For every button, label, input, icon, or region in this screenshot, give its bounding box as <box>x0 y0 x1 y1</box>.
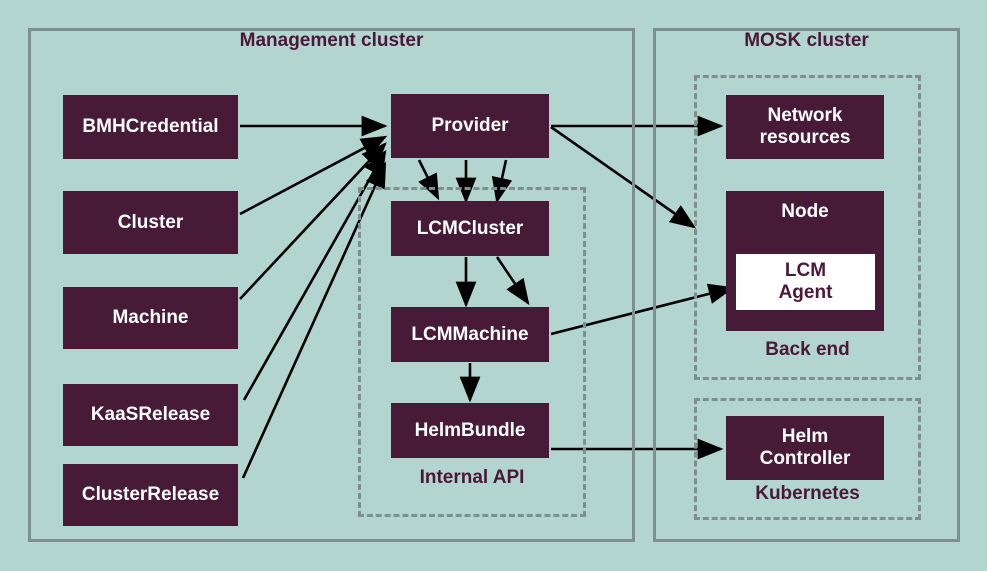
node-kaasrelease[interactable]: KaaSRelease <box>63 384 238 446</box>
group-internal_api <box>358 187 586 517</box>
node-clusterrelease[interactable]: ClusterRelease <box>63 464 238 526</box>
node-cluster[interactable]: Cluster <box>63 191 238 254</box>
node-machine[interactable]: Machine <box>63 287 238 349</box>
node-helm_controller[interactable]: Helm Controller <box>726 416 884 480</box>
panel-title-management: Management cluster <box>239 30 424 51</box>
node-helmbundle[interactable]: HelmBundle <box>391 403 549 458</box>
node-lcmcluster[interactable]: LCMCluster <box>391 201 549 256</box>
group-title-back_end: Back end <box>765 339 850 360</box>
group-title-kubernetes: Kubernetes <box>755 483 860 504</box>
panel-management <box>28 28 635 542</box>
group-title-internal_api: Internal API <box>419 467 525 488</box>
node-network_resources[interactable]: Network resources <box>726 95 884 159</box>
node-bmhcredential[interactable]: BMHCredential <box>63 95 238 159</box>
node-lcm_agent[interactable]: LCM Agent <box>736 254 875 310</box>
group-back_end <box>694 75 921 380</box>
node-provider[interactable]: Provider <box>391 94 549 158</box>
panel-title-mosk: MOSK cluster <box>744 30 869 51</box>
group-kubernetes <box>694 398 921 520</box>
node-lcmmachine[interactable]: LCMMachine <box>391 307 549 362</box>
panel-mosk <box>653 28 960 542</box>
